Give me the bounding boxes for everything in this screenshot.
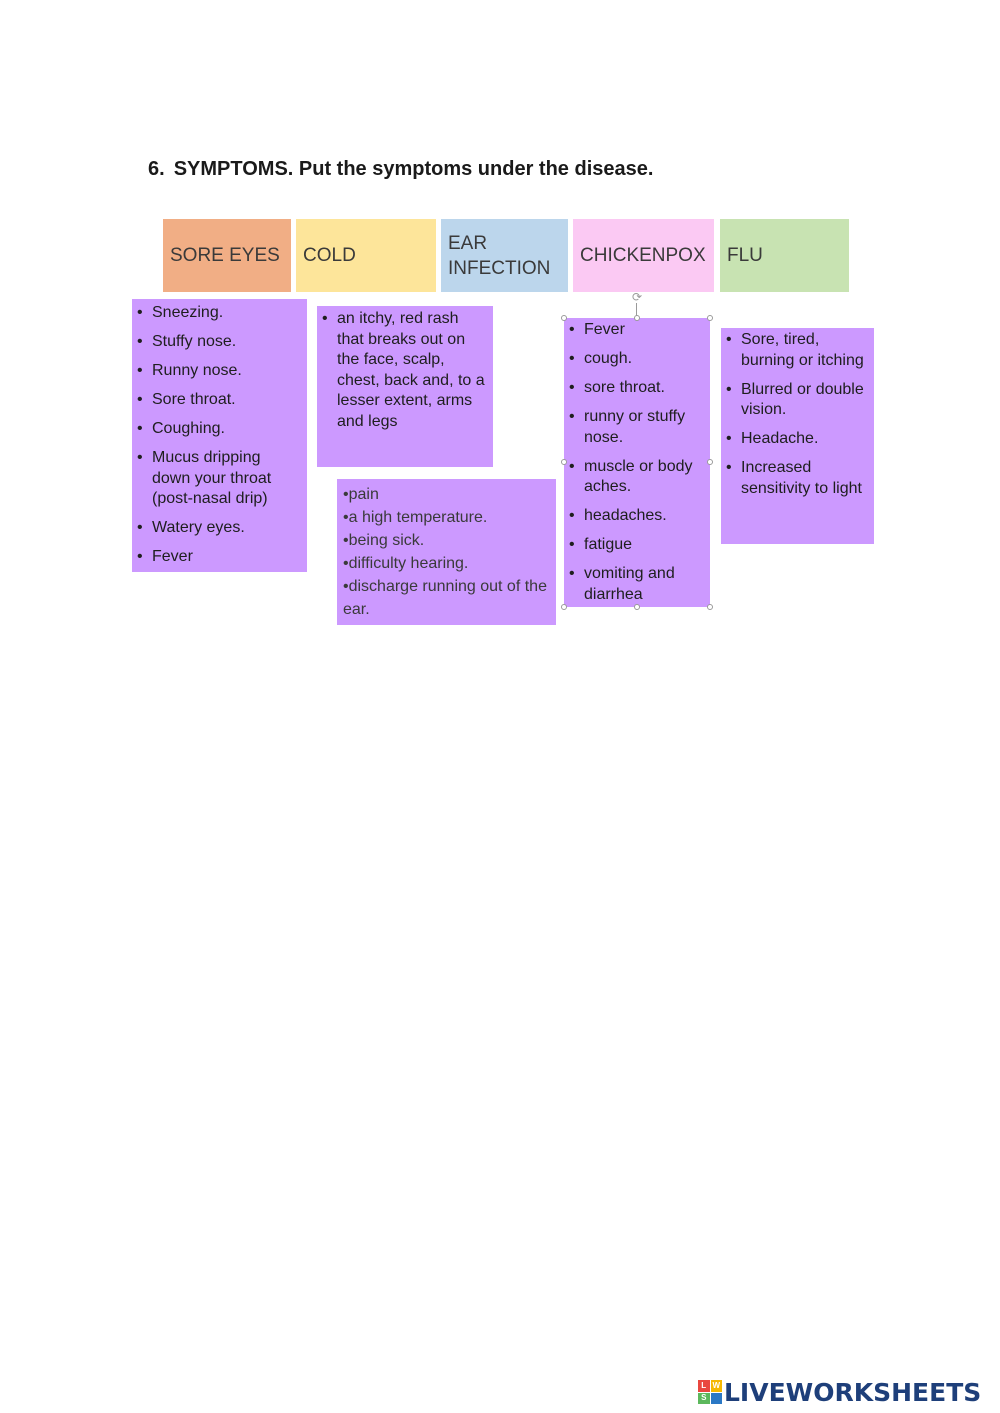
resize-handle[interactable]	[634, 315, 640, 321]
symptom-card-cold[interactable]: Sneezing. Stuffy nose. Runny nose. Sore …	[132, 299, 307, 572]
exercise-number: 6.	[148, 158, 165, 180]
logo-tile	[710, 1392, 722, 1404]
liveworksheets-logo: L W S LIVEWORKSHEETS	[698, 1377, 982, 1407]
logo-tile: L	[698, 1380, 710, 1392]
list-item: sore throat.	[564, 378, 706, 399]
liveworksheets-logo-icon: L W S	[698, 1380, 722, 1404]
list-item: •pain	[343, 486, 379, 503]
disease-flu[interactable]: FLU	[720, 219, 849, 292]
list-item: Blurred or double vision.	[721, 380, 870, 421]
list-item: Headache.	[721, 429, 870, 450]
list-item: Fever	[564, 320, 706, 341]
list-item: Stuffy nose.	[132, 332, 303, 353]
disease-chickenpox[interactable]: CHICKENPOX	[573, 219, 714, 292]
list-item: runny or stuffy nose.	[564, 407, 706, 448]
resize-handle[interactable]	[707, 315, 713, 321]
disease-sore-eyes[interactable]: SORE EYES	[163, 219, 291, 292]
list-item: an itchy, red rash that breaks out on th…	[317, 309, 489, 432]
rotate-icon[interactable]: ⟳	[631, 290, 643, 304]
list-item: Fever	[132, 547, 303, 568]
symptom-card-flu[interactable]: Fever cough. sore throat. runny or stuff…	[564, 318, 710, 607]
list-item: fatigue	[564, 535, 706, 556]
rotation-handle-line	[636, 303, 637, 318]
list-item: Sore throat.	[132, 390, 303, 411]
logo-wordmark: LIVEWORKSHEETS	[724, 1377, 982, 1407]
list-item: •being sick.	[343, 532, 425, 549]
list-item: Increased sensitivity to light	[721, 458, 870, 499]
list-item: muscle or body aches.	[564, 457, 706, 498]
resize-handle[interactable]	[707, 604, 713, 610]
disease-cold[interactable]: COLD	[296, 219, 436, 292]
symptom-card-sore-eyes[interactable]: Sore, tired, burning or itching Blurred …	[721, 328, 874, 544]
list-item: Watery eyes.	[132, 518, 303, 539]
list-item: vomiting and diarrhea	[564, 564, 706, 605]
resize-handle[interactable]	[561, 315, 567, 321]
list-item: Sore, tired, burning or itching	[721, 330, 870, 371]
list-item: Runny nose.	[132, 361, 303, 382]
exercise-instruction: SYMPTOMS. Put the symptoms under the dis…	[173, 158, 654, 180]
disease-ear-infection[interactable]: EAR INFECTION	[441, 219, 568, 292]
exercise-title: 6. SYMPTOMS. Put the symptoms under the d…	[148, 158, 653, 181]
list-item: headaches.	[564, 506, 706, 527]
resize-handle[interactable]	[561, 459, 567, 465]
resize-handle[interactable]	[707, 459, 713, 465]
symptom-card-ear-infection[interactable]: •pain •a high temperature. •being sick. …	[337, 479, 556, 625]
list-item: •discharge running out of the ear.	[343, 578, 547, 618]
symptom-card-chickenpox[interactable]: an itchy, red rash that breaks out on th…	[317, 306, 493, 467]
resize-handle[interactable]	[561, 604, 567, 610]
logo-tile: S	[698, 1392, 710, 1404]
list-item: cough.	[564, 349, 706, 370]
logo-tile: W	[710, 1380, 722, 1392]
resize-handle[interactable]	[634, 604, 640, 610]
list-item: •a high temperature.	[343, 509, 488, 526]
list-item: Sneezing.	[132, 303, 303, 324]
list-item: Mucus dripping down your throat (post-na…	[132, 448, 303, 510]
list-item: •difficulty hearing.	[343, 555, 469, 572]
list-item: Coughing.	[132, 419, 303, 440]
